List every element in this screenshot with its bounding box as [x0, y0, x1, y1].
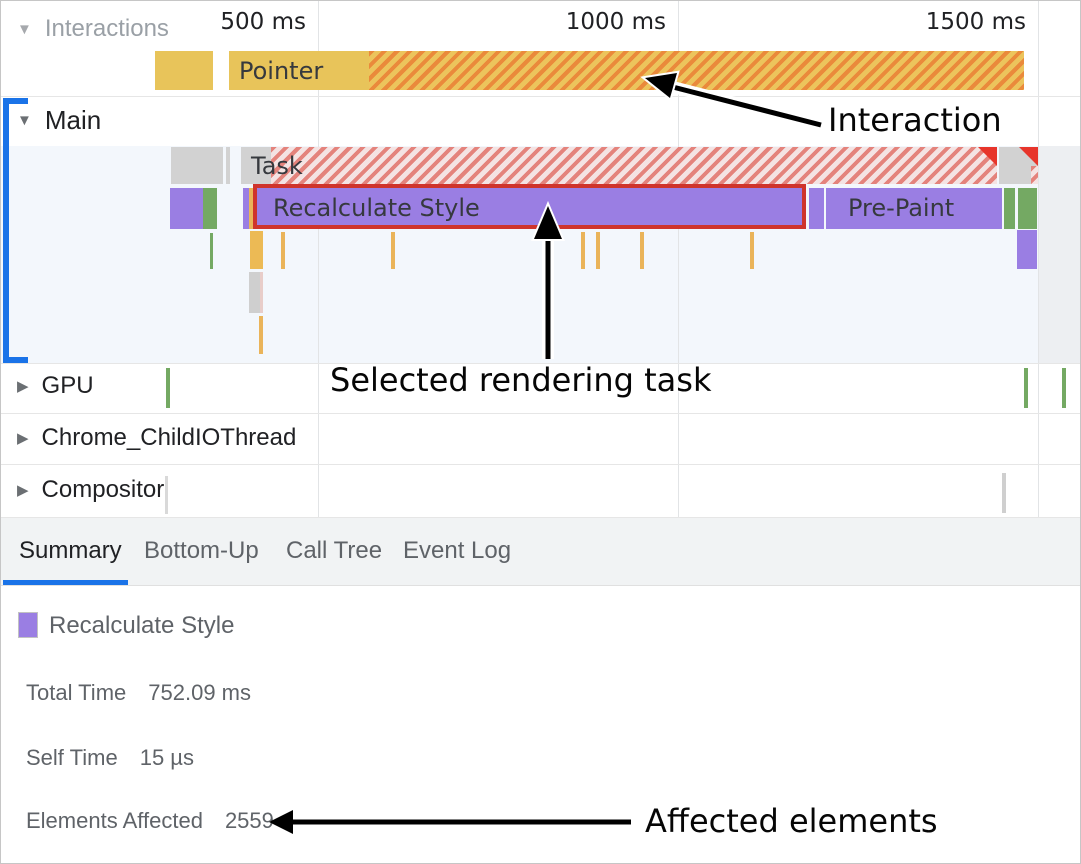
active-tab-underline	[3, 580, 128, 585]
annotation-selected-task: Selected rendering task	[330, 361, 712, 399]
summary-value: 752.09 ms	[148, 680, 251, 705]
amber-tick-6[interactable]	[750, 232, 754, 269]
details-tab-bar: Summary Bottom-Up Call Tree Event Log	[1, 518, 1080, 586]
amber-tick-1[interactable]	[281, 232, 285, 269]
separator	[1, 413, 1080, 414]
selected-track-bracket	[3, 98, 9, 363]
amber-tick-4[interactable]	[596, 232, 600, 269]
compositor-gray-2[interactable]	[1002, 473, 1006, 513]
selected-track-bracket-top	[3, 98, 28, 104]
separator	[1, 464, 1080, 465]
amber-tick-5[interactable]	[640, 232, 644, 269]
task-hatch-sliver[interactable]	[1031, 166, 1038, 184]
summary-row-elements-affected: Elements Affected 2559	[26, 808, 274, 834]
gridline	[678, 1, 679, 517]
summary-event-title: Recalculate Style	[49, 612, 235, 639]
gridline	[1038, 1, 1039, 517]
amber-sliver[interactable]	[249, 188, 253, 229]
tab-event-log[interactable]: Event Log	[403, 537, 512, 564]
track-label: Chrome_ChildIOThread	[41, 424, 297, 451]
interaction-bar-pointer-solid[interactable]	[229, 51, 369, 90]
separator	[1, 96, 1080, 97]
style-purple-left[interactable]	[170, 188, 203, 229]
summary-value: 15 µs	[139, 745, 194, 770]
gpu-green-2[interactable]	[1024, 368, 1028, 408]
task-bar-hatched[interactable]	[271, 147, 997, 184]
track-label: Interactions	[44, 15, 169, 42]
selected-track-bracket-bottom	[3, 357, 28, 363]
track-header-main[interactable]: ▼ Main	[17, 105, 101, 136]
tab-call-tree[interactable]: Call Tree	[286, 537, 383, 564]
gpu-green-1[interactable]	[166, 368, 170, 408]
interaction-bar-pointer-hatched[interactable]	[369, 51, 1024, 90]
tab-bottom-up[interactable]: Bottom-Up	[144, 537, 259, 564]
chevron-down-icon[interactable]: ▼	[17, 112, 32, 129]
ruler-tick-label: 500 ms	[220, 9, 306, 35]
purple-sliver[interactable]	[243, 188, 249, 229]
summary-label: Elements Affected	[26, 808, 203, 833]
task-bar-solid[interactable]	[241, 147, 271, 184]
summary-label: Self Time	[26, 745, 118, 770]
off-trace-margin	[1038, 146, 1080, 363]
task-gray-sliver[interactable]	[226, 147, 230, 184]
track-label: Compositor	[41, 476, 165, 503]
track-header-childio[interactable]: ▶ Chrome_ChildIOThread	[17, 424, 296, 452]
summary-value: 2559	[224, 808, 274, 833]
track-header-compositor[interactable]: ▶ Compositor	[17, 476, 164, 504]
compositor-gray-1[interactable]	[165, 476, 168, 514]
amber-tick-row5[interactable]	[259, 316, 263, 354]
green-tick-row3[interactable]	[210, 233, 213, 269]
interaction-bar-short[interactable]	[155, 51, 213, 90]
ruler-tick-label: 1000 ms	[565, 9, 666, 35]
tab-summary[interactable]: Summary	[19, 537, 122, 564]
task-bar-label: Task	[251, 152, 303, 180]
task-gray-block-1[interactable]	[171, 147, 223, 184]
amber-block-row3[interactable]	[250, 231, 263, 269]
amber-tick-2[interactable]	[391, 232, 395, 269]
pre-paint-bar[interactable]	[826, 188, 1002, 229]
summary-label: Total Time	[26, 680, 127, 705]
separator	[1, 363, 1080, 364]
pointer-bar-label: Pointer	[239, 57, 324, 85]
selected-recalculate-style-bar[interactable]	[253, 184, 806, 229]
purple-block-row3[interactable]	[1017, 230, 1037, 269]
green-segment-1[interactable]	[1004, 188, 1015, 229]
summary-row-self-time: Self Time 15 µs	[26, 745, 194, 771]
green-segment-2[interactable]	[1018, 188, 1037, 229]
event-color-swatch	[18, 612, 38, 638]
separator	[1, 517, 1080, 518]
ruler-tick-label: 1500 ms	[925, 9, 1026, 35]
style-green-left[interactable]	[203, 188, 217, 229]
summary-row-total-time: Total Time 752.09 ms	[26, 680, 251, 706]
track-label: Main	[44, 105, 102, 135]
track-header-gpu[interactable]: ▶ GPU	[17, 372, 94, 400]
gray-block-row4[interactable]	[249, 272, 260, 313]
pre-paint-bar-label: Pre-Paint	[848, 194, 955, 222]
track-header-interactions[interactable]: ▼ Interactions	[17, 15, 169, 43]
amber-tick-3[interactable]	[581, 232, 585, 269]
annotation-interaction: Interaction	[828, 101, 1002, 139]
chevron-right-icon[interactable]: ▶	[17, 378, 29, 395]
recalculate-bar-label: Recalculate Style	[273, 194, 480, 222]
purple-segment[interactable]	[809, 188, 824, 229]
gpu-green-3[interactable]	[1062, 368, 1066, 408]
chevron-down-icon[interactable]: ▼	[17, 20, 32, 38]
annotation-affected: Affected elements	[645, 802, 938, 840]
chevron-right-icon[interactable]: ▶	[17, 482, 29, 499]
pink-edge-row4[interactable]	[260, 272, 263, 313]
track-label: GPU	[41, 372, 94, 399]
chevron-right-icon[interactable]: ▶	[17, 430, 29, 447]
gridline	[318, 1, 319, 517]
